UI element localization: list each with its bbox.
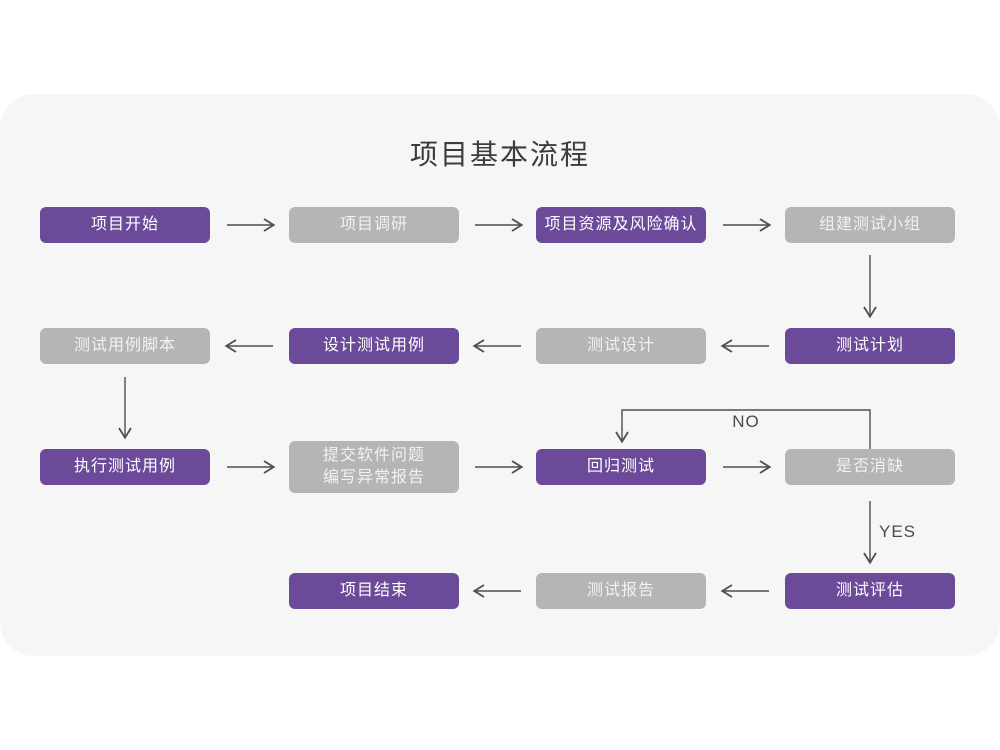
flowchart-card <box>0 94 1000 656</box>
node-test-evaluation: 测试评估 <box>785 573 955 609</box>
node-execute-test-cases: 执行测试用例 <box>40 449 210 485</box>
node-project-end: 项目结束 <box>289 573 459 609</box>
node-test-report: 测试报告 <box>536 573 706 609</box>
node-project-start: 项目开始 <box>40 207 210 243</box>
node-test-plan: 测试计划 <box>785 328 955 364</box>
node-defect-resolved: 是否消缺 <box>785 449 955 485</box>
branch-label-no: NO <box>732 412 760 431</box>
branch-label-yes: YES <box>879 522 917 541</box>
node-design-test-cases: 设计测试用例 <box>289 328 459 364</box>
node-test-design: 测试设计 <box>536 328 706 364</box>
node-resource-risk-confirm: 项目资源及风险确认 <box>536 207 706 243</box>
node-regression-test: 回归测试 <box>536 449 706 485</box>
node-submit-issue-report: 提交软件问题 编写异常报告 <box>289 441 459 493</box>
node-test-case-script: 测试用例脚本 <box>40 328 210 364</box>
page-title: 项目基本流程 <box>409 139 590 170</box>
node-project-research: 项目调研 <box>289 207 459 243</box>
node-build-test-team: 组建测试小组 <box>785 207 955 243</box>
